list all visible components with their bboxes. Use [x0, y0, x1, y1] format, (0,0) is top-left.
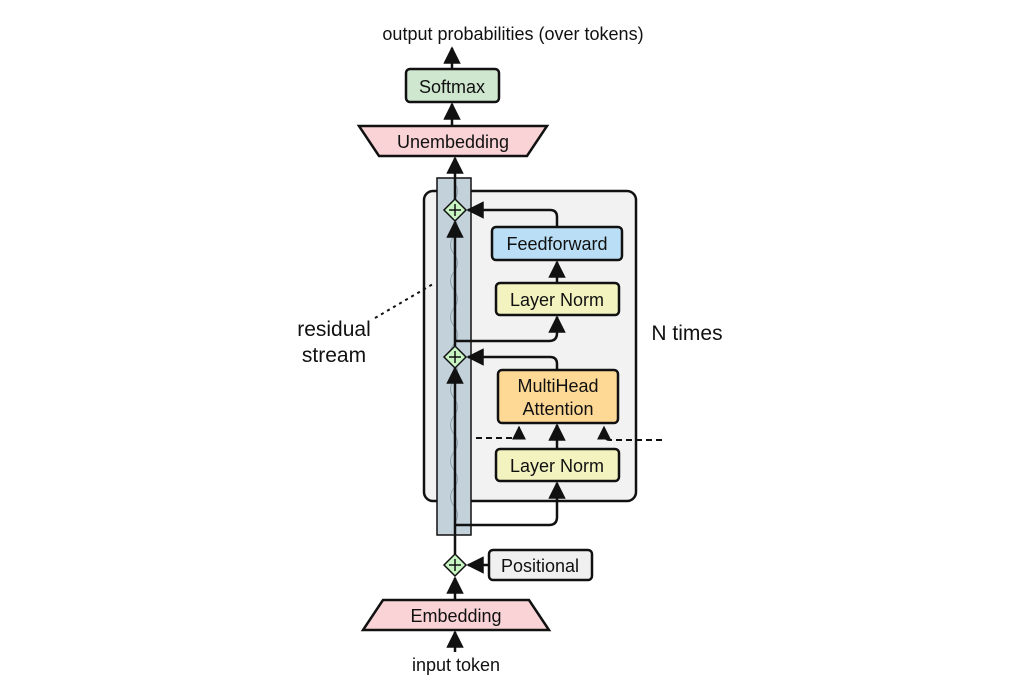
attention-label-line1: MultiHead	[517, 376, 598, 396]
softmax-label: Softmax	[419, 77, 485, 97]
feedforward-label: Feedforward	[506, 234, 607, 254]
dashed-input-right	[597, 425, 662, 441]
arrow-feedforward-to-add	[466, 201, 559, 227]
embedding-label: Embedding	[410, 606, 501, 626]
layer-norm-lower-label: Layer Norm	[510, 456, 604, 476]
residual-label-line2: stream	[302, 344, 366, 367]
embedding-block: Embedding	[360, 598, 552, 632]
layer-norm-lower-block: Layer Norm	[494, 447, 621, 483]
output-label: output probabilities (over tokens)	[382, 24, 643, 44]
attention-block: MultiHead Attention	[496, 368, 620, 425]
attention-label-line2: Attention	[522, 399, 593, 419]
unembedding-shape	[356, 124, 550, 158]
n-times-label: N times	[651, 322, 722, 345]
input-label: input token	[412, 655, 500, 675]
positional-label: Positional	[501, 556, 579, 576]
unembedding-label: Unembedding	[397, 132, 509, 152]
add-node-positional	[442, 552, 468, 578]
arrow-residual-to-layernorm-lower	[455, 481, 566, 527]
add-node-mid	[442, 344, 468, 370]
softmax-box	[404, 67, 501, 104]
arrow-residual-to-layernorm-upper	[455, 315, 566, 343]
residual-pointer	[374, 283, 434, 319]
feedforward-block: Feedforward	[490, 225, 624, 262]
softmax-block: Softmax	[404, 67, 501, 104]
positional-block: Positional	[487, 548, 594, 582]
embedding-shape	[360, 598, 552, 632]
layer-norm-upper-block: Layer Norm	[494, 281, 621, 317]
unembedding-block: Unembedding	[356, 124, 550, 158]
layer-norm-upper-label: Layer Norm	[510, 290, 604, 310]
add-node-top	[442, 197, 468, 223]
arrow-attention-to-add	[466, 348, 559, 370]
residual-label-line1: residual	[297, 318, 371, 341]
dashed-input-left	[476, 425, 526, 440]
